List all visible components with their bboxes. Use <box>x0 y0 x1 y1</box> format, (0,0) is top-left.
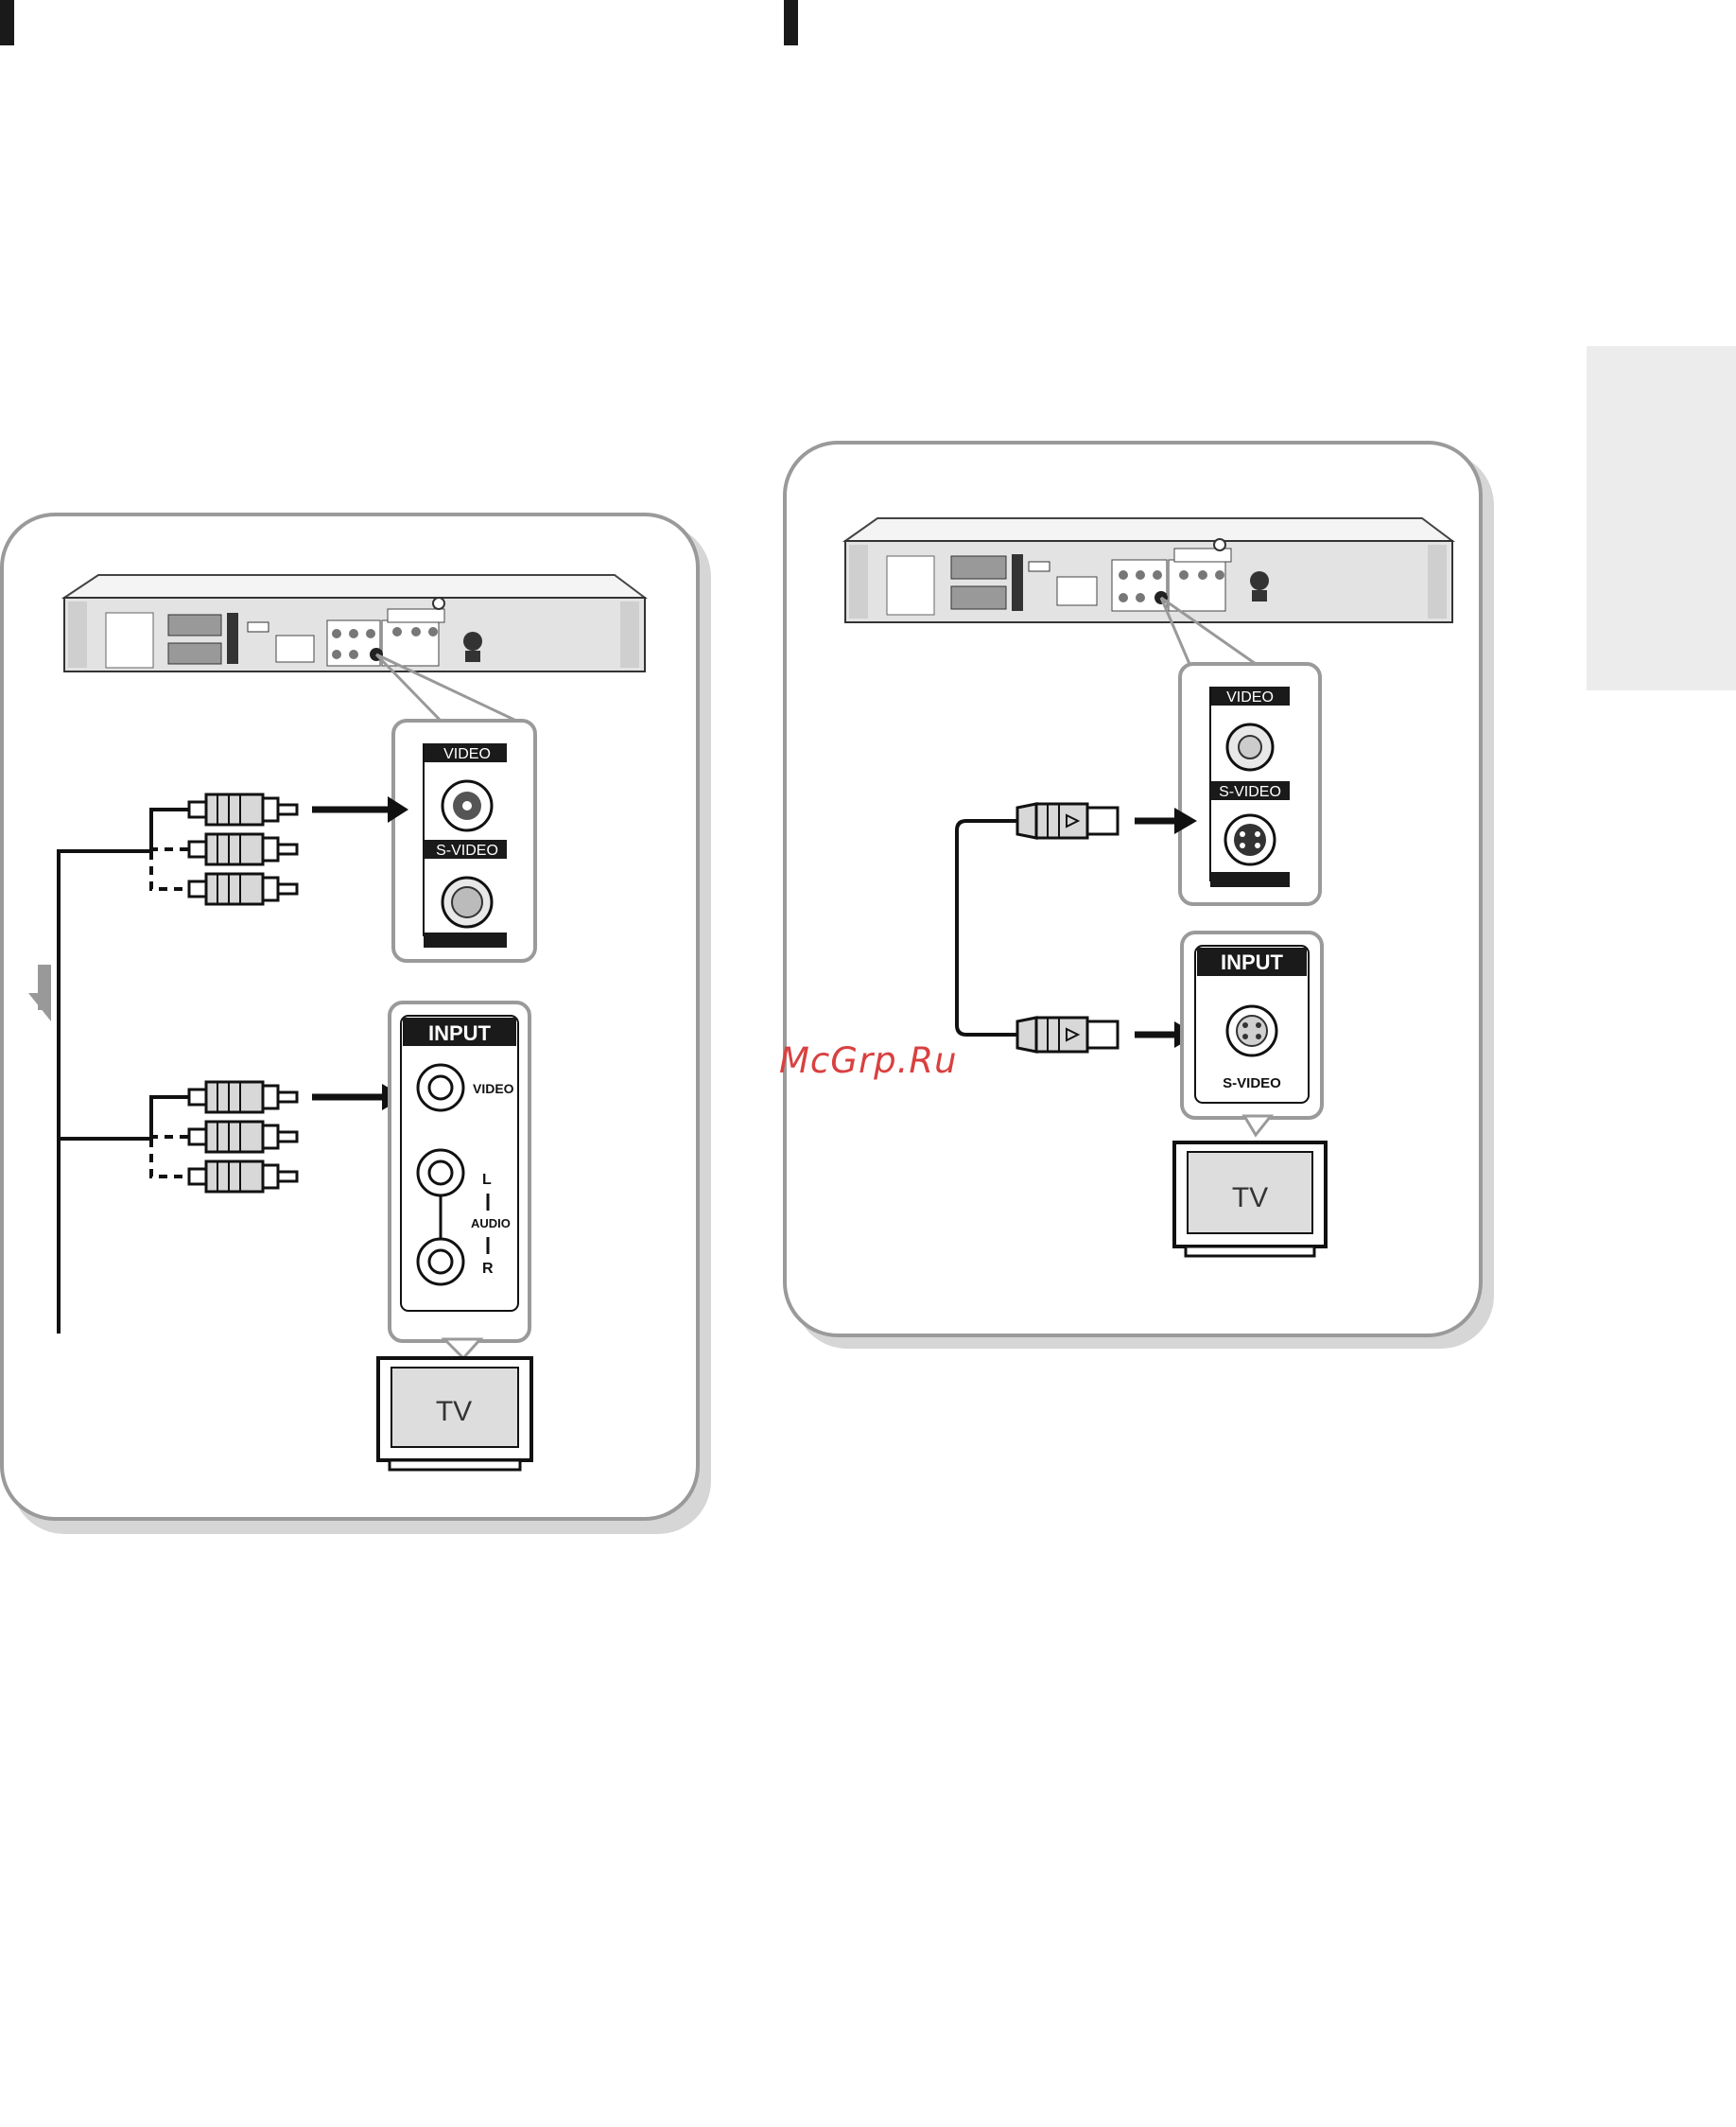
chapter-side-tab <box>1587 346 1736 690</box>
left-tv-audio-left-label: L <box>482 1172 492 1188</box>
left-zoom-video-label: VIDEO <box>443 746 491 762</box>
left-tv-audio-label: AUDIO <box>471 1216 511 1230</box>
right-tv-svideo-label: S-VIDEO <box>1223 1075 1281 1091</box>
left-tv-audio-right-label: R <box>482 1261 494 1277</box>
right-tv-label: TV <box>1232 1182 1268 1213</box>
left-tv-label: TV <box>436 1396 472 1427</box>
right-tv-input-header: INPUT <box>1221 950 1284 974</box>
left-connection-diagram: VIDEO S-VIDEO INPUT <box>0 511 719 1551</box>
section-marker-left <box>0 0 14 45</box>
left-diagram-svg: VIDEO S-VIDEO INPUT <box>0 511 719 1551</box>
left-tv-input-header: INPUT <box>428 1021 492 1045</box>
left-zoom-svideo-label: S-VIDEO <box>436 843 498 859</box>
section-marker-right <box>784 0 798 45</box>
watermark: McGrp.Ru <box>779 1040 958 1081</box>
right-zoom-video-label: VIDEO <box>1226 689 1274 706</box>
right-zoom-svideo-label: S-VIDEO <box>1219 784 1281 800</box>
right-diagram-svg: VIDEO S-VIDEO INP <box>783 439 1502 1356</box>
left-tv-video-label: VIDEO <box>473 1081 514 1096</box>
right-connection-diagram: VIDEO S-VIDEO INP <box>783 439 1502 1356</box>
